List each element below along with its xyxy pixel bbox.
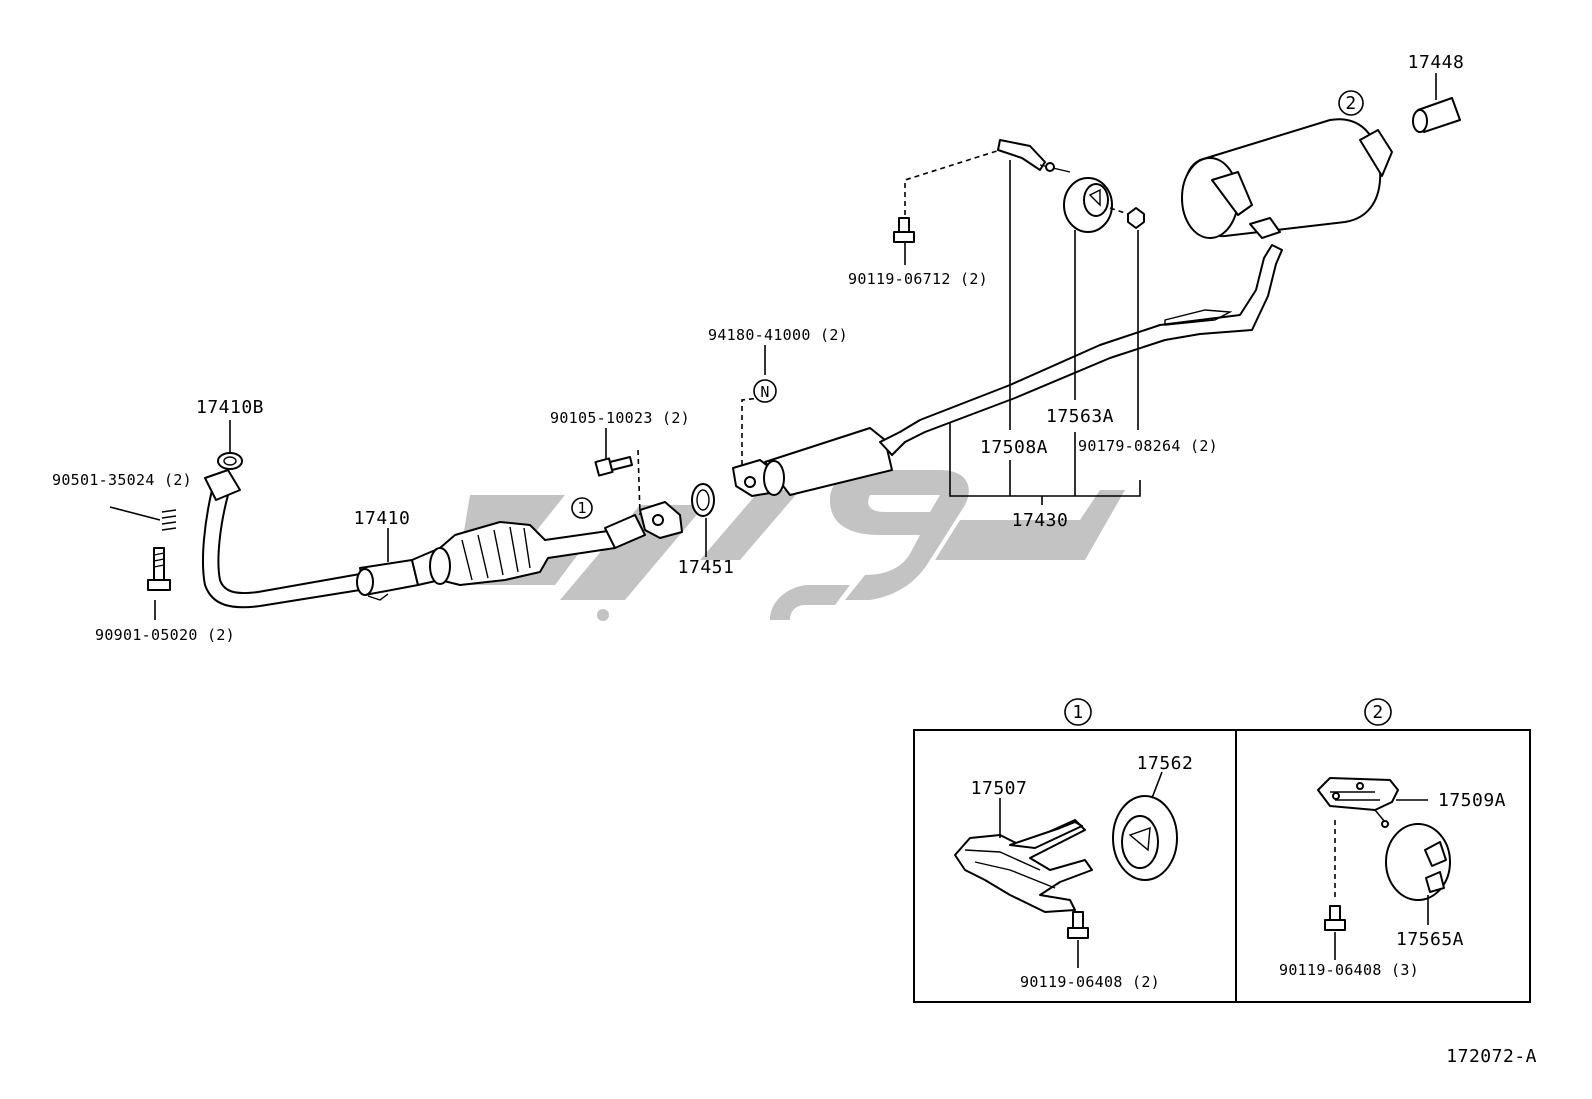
- center-exhaust-pipe-17430: [732, 244, 1283, 497]
- label-17410B: 17410B: [196, 397, 264, 418]
- label-17448: 17448: [1408, 52, 1465, 73]
- label-90179-08264: 90179-08264 (2): [1078, 437, 1218, 455]
- inset-1-callout: 1: [1064, 698, 1092, 726]
- label-17430: 17430: [1012, 510, 1069, 531]
- bolt-90901: [147, 547, 171, 591]
- hanger-bracket-17508A: [997, 139, 1071, 173]
- label-90105-10023: 90105-10023 (2): [550, 409, 690, 427]
- svg-text:N: N: [760, 383, 769, 401]
- callout-n-nut: N: [753, 379, 777, 403]
- rubber-cushion-17565A: [1385, 823, 1451, 901]
- rubber-cushion-17562: [1112, 795, 1178, 881]
- inset-2-callout: 2: [1364, 698, 1392, 726]
- callout-2-main: 2: [1338, 90, 1364, 116]
- bolt-90119-06408-inset1: [1067, 911, 1089, 939]
- label-17565A: 17565A: [1396, 929, 1464, 950]
- nut-90179: [1127, 207, 1145, 229]
- assembly-dashed-lines: [637, 149, 1336, 900]
- rear-muffler: [1181, 118, 1393, 239]
- label-17509A: 17509A: [1438, 790, 1506, 811]
- detail-inset-box: [913, 729, 1531, 1003]
- gasket-17451: [691, 483, 715, 517]
- label-90119-06712: 90119-06712 (2): [848, 270, 988, 288]
- catalytic-converter: [411, 501, 683, 586]
- svg-text:2: 2: [1345, 93, 1356, 114]
- rubber-cushion-17563A: [1063, 177, 1113, 233]
- front-exhaust-pipe-17410: [201, 469, 419, 609]
- label-90119-06408-2: 90119-06408 (2): [1020, 973, 1160, 991]
- label-90119-06408-3: 90119-06408 (3): [1279, 961, 1419, 979]
- label-90901-05020: 90901-05020 (2): [95, 626, 235, 644]
- diagram-code: 172072-A: [1446, 1046, 1537, 1067]
- bolt-90119-06408-inset2: [1324, 905, 1346, 931]
- label-17562: 17562: [1137, 753, 1194, 774]
- leader-lines: [109, 73, 1437, 620]
- svg-text:1: 1: [577, 499, 586, 517]
- tail-pipe-17448: [1412, 97, 1461, 133]
- gasket-17410B: [217, 452, 243, 470]
- callout-1-main: 1: [571, 497, 593, 519]
- bolt-90105: [594, 456, 633, 477]
- svg-text:2: 2: [1372, 702, 1383, 723]
- label-17451: 17451: [678, 557, 735, 578]
- bracket-17507: [954, 819, 1093, 913]
- label-17410: 17410: [354, 508, 411, 529]
- bolt-90119-06712: [893, 217, 915, 243]
- label-17563A: 17563A: [1046, 406, 1114, 427]
- svg-text:1: 1: [1072, 702, 1083, 723]
- spring-90501: [161, 509, 177, 531]
- inset-1-leaders: [999, 771, 1163, 968]
- bracket-17509A: [1317, 777, 1399, 828]
- label-17508A: 17508A: [980, 437, 1048, 458]
- label-90501-35024: 90501-35024 (2): [52, 471, 192, 489]
- inset-2-leaders: [1334, 799, 1429, 960]
- label-17507: 17507: [971, 778, 1028, 799]
- label-94180-41000: 94180-41000 (2): [708, 326, 848, 344]
